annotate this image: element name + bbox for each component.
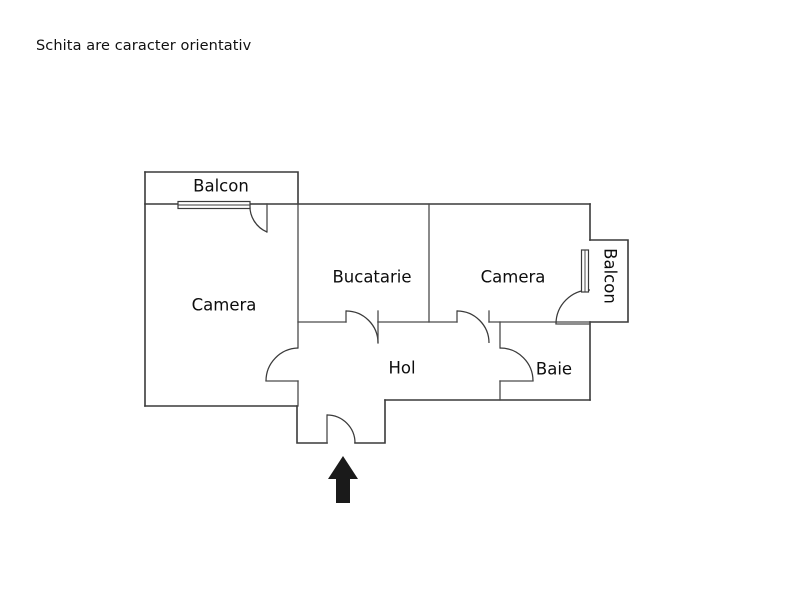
door-camera-left-hol-arc [265, 347, 299, 382]
door-balcon-right-arc [555, 289, 591, 325]
page-title: Schita are caracter orientativ [36, 38, 252, 54]
room-labels: Balcon Camera Bucatarie Camera Balcon Ho… [192, 177, 620, 379]
room-label-bucatarie: Bucatarie [332, 268, 411, 287]
arrow-up-icon [328, 456, 358, 503]
door-balcon-top-arc [249, 203, 268, 233]
room-label-camera-left: Camera [192, 296, 257, 315]
vestibule-right-wall [354, 399, 386, 444]
door-entrance-arc [326, 414, 356, 444]
interior-walls [297, 203, 591, 407]
room-label-balcon-top: Balcon [193, 177, 249, 196]
room-label-balcon-right: Balcon [601, 248, 620, 304]
building-outline [144, 171, 629, 444]
balcony-top-outline [144, 171, 299, 205]
door-baie-arc [499, 347, 534, 382]
windows [177, 200, 590, 293]
entrance-arrow-icon [328, 456, 358, 503]
balcony-right-outline [589, 239, 629, 323]
door-bucatarie-hol-arc [345, 310, 379, 344]
room-label-hol: Hol [388, 359, 415, 378]
room-label-camera-right: Camera [481, 268, 546, 287]
door-camera-right-hol-arc [456, 310, 490, 344]
room-label-baie: Baie [536, 360, 572, 379]
doors [249, 203, 591, 444]
vestibule-left-wall [296, 405, 328, 444]
